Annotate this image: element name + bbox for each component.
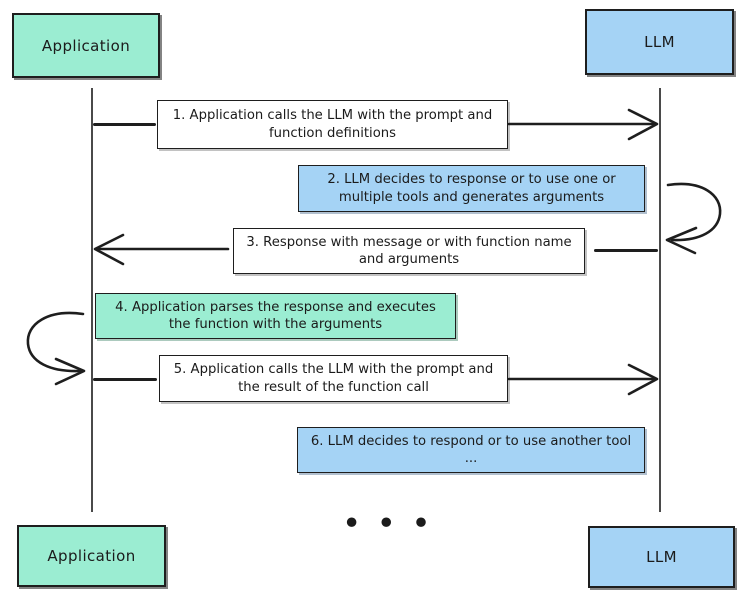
actor-application-bottom-label: Application bbox=[47, 547, 136, 565]
message-box-step-6[interactable]: 6. LLM decides to respond or to use anot… bbox=[297, 427, 645, 473]
selfloop-step-4-path bbox=[26, 311, 85, 373]
connector-step-3-right bbox=[594, 249, 658, 252]
message-step-4-text: 4. Application parses the response and e… bbox=[115, 299, 436, 332]
actor-llm-top[interactable]: LLM bbox=[585, 9, 734, 75]
actor-llm-bottom-label: LLM bbox=[646, 548, 677, 566]
arrow-step-1-head bbox=[627, 108, 659, 141]
selfloop-step-4-head bbox=[54, 357, 86, 386]
message-step-6-text: 6. LLM decides to respond or to use anot… bbox=[310, 433, 632, 466]
continuation-ellipsis: • • • bbox=[343, 510, 434, 537]
continuation-ellipsis-label: • • • bbox=[343, 508, 434, 539]
message-box-step-2[interactable]: 2. LLM decides to response or to use one… bbox=[298, 165, 645, 212]
arrow-step-3-head bbox=[93, 233, 125, 266]
actor-llm-top-label: LLM bbox=[644, 33, 675, 51]
actor-application-bottom[interactable]: Application bbox=[17, 525, 166, 587]
lifeline-application bbox=[91, 88, 93, 512]
arrow-step-5-head bbox=[627, 363, 659, 396]
connector-step-1-left bbox=[93, 123, 156, 126]
message-step-1-text: 1. Application calls the LLM with the pr… bbox=[172, 108, 493, 141]
message-box-step-5[interactable]: 5. Application calls the LLM with the pr… bbox=[159, 355, 508, 402]
message-step-3-text: 3. Response with message or with functio… bbox=[246, 234, 572, 267]
message-step-2-text: 2. LLM decides to response or to use one… bbox=[327, 172, 616, 205]
message-box-step-3[interactable]: 3. Response with message or with functio… bbox=[233, 228, 585, 274]
selfloop-step-2-head bbox=[665, 226, 698, 255]
connector-step-5-left bbox=[93, 378, 157, 381]
actor-application-top-label: Application bbox=[41, 36, 131, 55]
selfloop-step-2-path bbox=[666, 182, 722, 242]
message-box-step-1[interactable]: 1. Application calls the LLM with the pr… bbox=[157, 100, 508, 149]
lifeline-llm bbox=[659, 88, 661, 512]
message-step-5-text: 5. Application calls the LLM with the pr… bbox=[173, 362, 494, 395]
actor-application-top[interactable]: Application bbox=[12, 13, 160, 78]
actor-llm-bottom[interactable]: LLM bbox=[588, 526, 735, 588]
message-box-step-4[interactable]: 4. Application parses the response and e… bbox=[95, 293, 456, 339]
